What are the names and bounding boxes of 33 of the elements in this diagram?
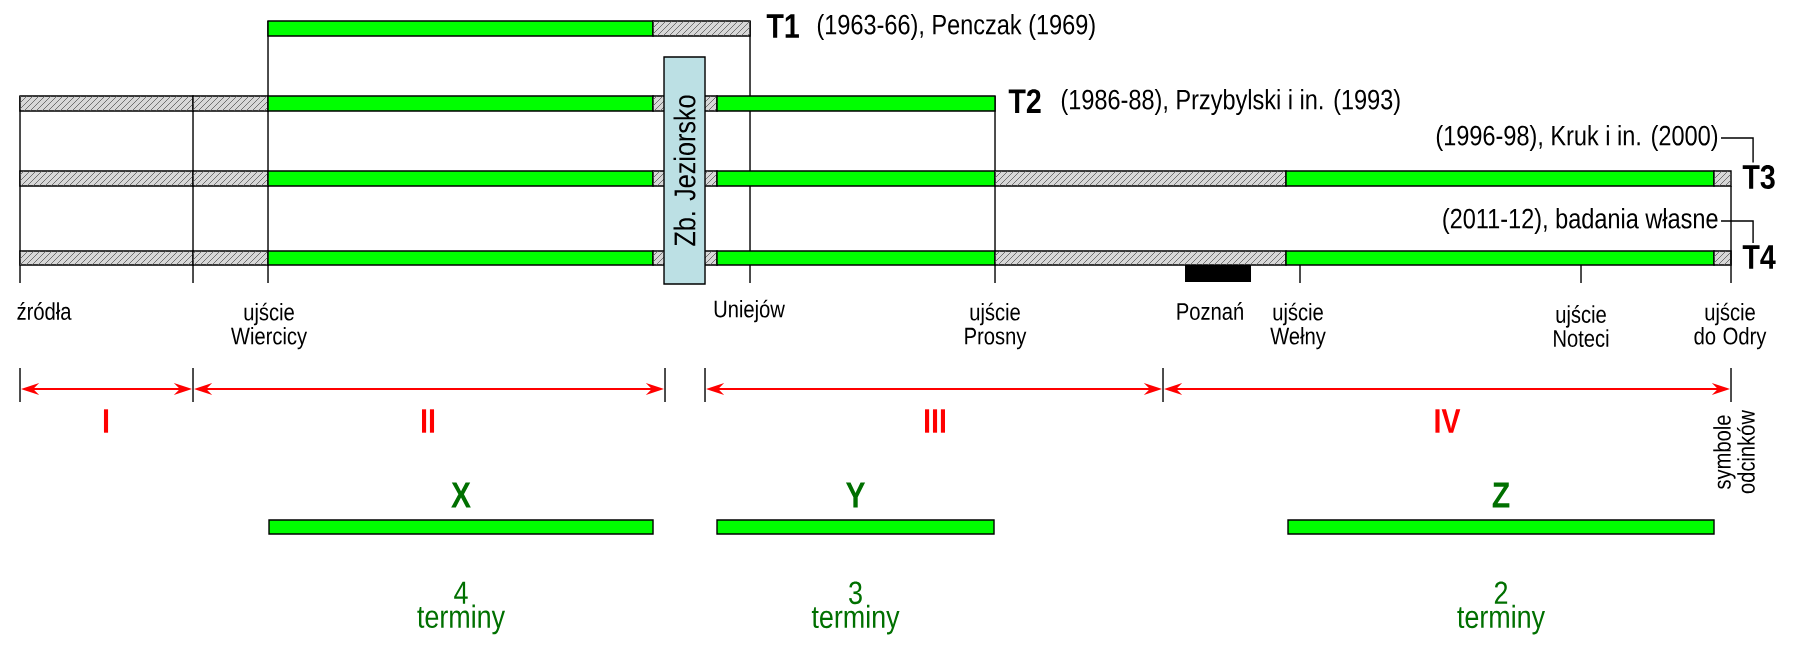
survey-caption: (1996-98), Kruk i in. (2000) — [1436, 124, 1718, 152]
survey-label: T1 — [766, 14, 799, 38]
location-label: ujście Noteci — [1554, 305, 1609, 347]
section-numeral: IV — [1435, 409, 1461, 433]
segment-symbol: Y — [845, 482, 866, 508]
section-numeral: II — [422, 409, 435, 433]
section-numeral: I — [103, 409, 109, 433]
location-label: ujście do Odry — [1694, 302, 1767, 350]
survey-label: T2 — [1008, 89, 1041, 113]
leader-line — [1720, 220, 1754, 244]
survey-label: T4 — [1742, 245, 1776, 269]
segment-bar — [268, 519, 654, 535]
axis-note: symbole odcinków — [1713, 409, 1755, 494]
location-label: źródła — [17, 302, 72, 320]
location-label: ujście Prosny — [965, 302, 1027, 350]
leader-line — [1720, 137, 1754, 164]
survey-label: T3 — [1742, 164, 1775, 190]
term-count: 2 terminy — [1457, 581, 1545, 635]
segment-symbol: Z — [1492, 482, 1510, 508]
segment-bar — [716, 519, 995, 535]
survey-caption: (2011-12), badania własne — [1443, 207, 1718, 235]
location-label: ujście Wiercicy — [231, 302, 308, 350]
survey-caption: (1986-88), Przybylski i in. (1993) — [1061, 88, 1400, 116]
reservoir-box: Zb. Jeziorsko — [663, 56, 706, 285]
section-numeral: III — [925, 409, 945, 433]
location-label: Uniejów — [714, 299, 785, 323]
segment-symbol: X — [451, 482, 471, 508]
term-count: 4 terminy — [417, 581, 505, 635]
survey-caption: (1963-66), Penczak (1969) — [817, 13, 1095, 41]
location-label: ujście Wełny — [1270, 302, 1326, 350]
segment-bar — [1287, 519, 1715, 535]
location-label: Poznań — [1177, 302, 1243, 320]
term-count: 3 terminy — [811, 581, 900, 635]
